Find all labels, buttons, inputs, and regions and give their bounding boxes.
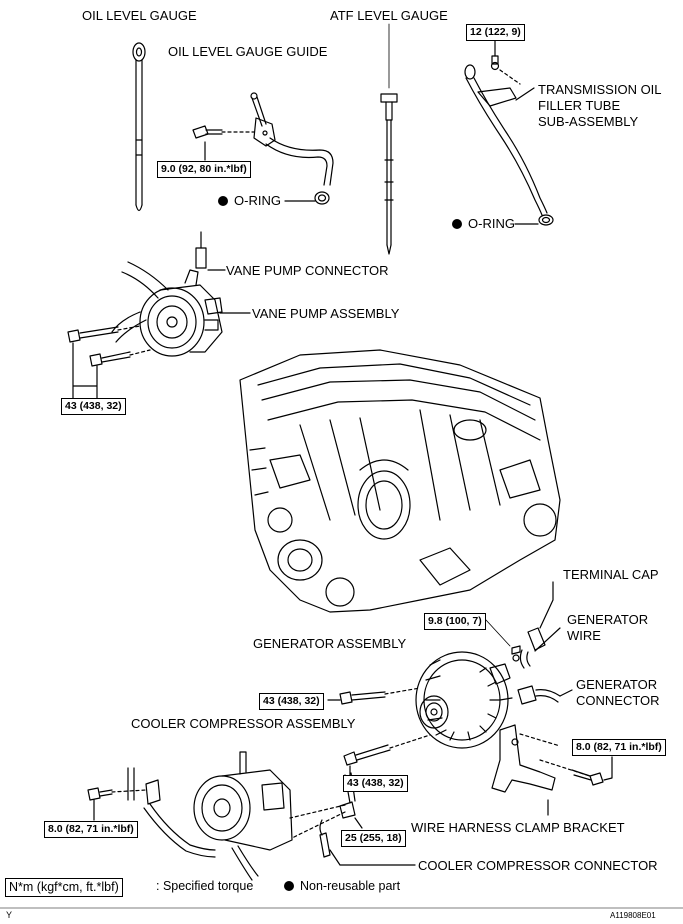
transmission-oil-filler-tube-label-line2: FILLER TUBE [538,98,621,113]
vane-pump-assembly-label: VANE PUMP ASSEMBLY [252,306,400,321]
torque-box-vane-pump-bolts: 43 (438, 32) [61,398,126,415]
terminal-cap-drawing [485,581,561,669]
transmission-oil-filler-tube-drawing [464,39,554,226]
torque-box-terminal-nut: 9.8 (100, 7) [424,613,486,630]
o-ring-label-filler-tube: O-RING [452,216,515,231]
non-reusable-dot-icon [284,881,294,891]
figure-id: A119808E01 [610,911,656,920]
terminal-cap-label: TERMINAL CAP [563,567,659,582]
atf-level-gauge-drawing [380,23,398,255]
torque-box-compressor-bolt: 25 (255, 18) [341,830,406,847]
o-ring-label-guide: O-RING [218,193,281,208]
vane-pump-assembly-drawing [67,231,251,399]
vane-pump-connector-label: VANE PUMP CONNECTOR [226,263,389,278]
generator-connector-label-line2: CONNECTOR [576,693,660,708]
oil-level-gauge-guide-drawing [192,92,334,205]
torque-box-gauge-guide-bolt: 9.0 (92, 80 in.*lbf) [157,161,251,178]
generator-assembly-drawing [327,651,573,777]
legend-non-reusable: Non-reusable part [284,879,400,894]
transmission-oil-filler-tube-label-line1: TRANSMISSION OIL [538,82,662,97]
torque-box-clamp-bracket-bolt: 8.0 (82, 71 in.*lbf) [572,739,666,756]
non-reusable-dot-icon [452,219,462,229]
wire-harness-clamp-bracket-label: WIRE HARNESS CLAMP BRACKET [411,820,625,835]
oil-level-gauge-guide-label: OIL LEVEL GAUGE GUIDE [168,44,328,59]
engine-block-drawing [239,349,561,613]
legend-torque-key: N*m (kgf*cm, ft.*lbf) [5,878,123,897]
torque-box-compressor-bracket-bolt: 8.0 (82, 71 in.*lbf) [44,821,138,838]
generator-wire-label-line1: GENERATOR [567,612,649,627]
cooler-compressor-assembly-label: COOLER COMPRESSOR ASSEMBLY [131,716,356,731]
wire-harness-clamp-bracket-drawing [491,724,613,816]
non-reusable-dot-icon [218,196,228,206]
oil-level-gauge-drawing [132,42,146,212]
generator-assembly-label: GENERATOR ASSEMBLY [253,636,407,651]
generator-connector-label-line1: GENERATOR [576,677,658,692]
oil-level-gauge-label: OIL LEVEL GAUGE [82,8,197,23]
generator-wire-label-line2: WIRE [567,628,601,643]
legend-torque-text: : Specified torque [156,879,254,893]
torque-box-generator-lower-bolt: 43 (438, 32) [343,775,408,792]
corner-mark: Y [6,910,13,920]
torque-box-filler-tube-bolt: 12 (122, 9) [466,24,525,41]
atf-level-gauge-label: ATF LEVEL GAUGE [330,8,448,23]
torque-box-generator-upper-bolt: 43 (438, 32) [259,693,324,710]
cooler-compressor-assembly-drawing [87,751,416,881]
cooler-compressor-connector-label: COOLER COMPRESSOR CONNECTOR [418,858,658,873]
transmission-oil-filler-tube-label-line3: SUB-ASSEMBLY [538,114,639,129]
